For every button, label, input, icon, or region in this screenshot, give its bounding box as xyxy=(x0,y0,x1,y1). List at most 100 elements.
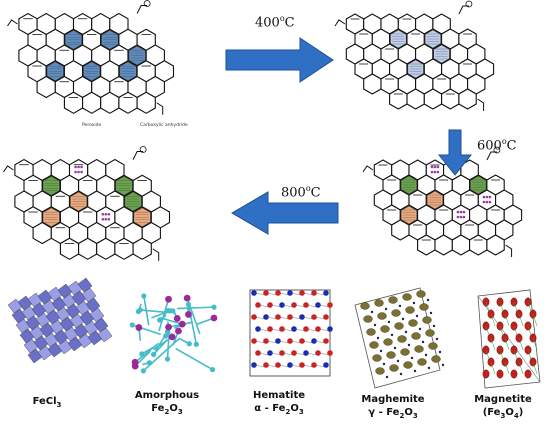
maghemite-atom xyxy=(372,354,382,362)
amorphous-bond xyxy=(160,317,183,325)
maghemite-oxygen xyxy=(410,356,414,360)
purple-atom xyxy=(485,200,489,204)
magnetite-atom xyxy=(510,369,518,379)
edge-group xyxy=(362,165,374,173)
purple-atom xyxy=(101,217,105,221)
maghemite-atom xyxy=(402,293,412,301)
purple-atom xyxy=(74,165,77,169)
temp-400-label: 400oC xyxy=(255,14,295,31)
carboxylic-label: Carboxylic anhydride xyxy=(140,123,188,128)
maghemite-oxygen xyxy=(426,298,430,302)
purple-iron-cluster xyxy=(430,165,440,174)
amorphous-atom xyxy=(157,317,163,323)
amorphous-atom xyxy=(185,311,192,318)
fecl3-octahedron xyxy=(93,317,109,333)
arrow-right-400 xyxy=(225,37,334,83)
amorphous-atom xyxy=(193,341,199,347)
purple-atom xyxy=(488,195,492,199)
edge-group xyxy=(3,165,14,173)
edge-group xyxy=(334,19,346,27)
amorphous-bond xyxy=(141,344,158,355)
magnetite-bond xyxy=(532,361,538,375)
purple-atom xyxy=(80,165,83,169)
maghemite-oxygen xyxy=(421,340,425,344)
purple-atom xyxy=(482,195,486,199)
amorphous-bond xyxy=(142,338,180,372)
magnetite-atom xyxy=(482,369,490,379)
purple-atom xyxy=(459,210,463,214)
maghemite-cell xyxy=(354,287,441,389)
edge-group xyxy=(505,244,513,257)
amorphous-atom xyxy=(137,307,143,313)
purple-atom xyxy=(462,215,466,219)
amorphous-structure xyxy=(129,293,218,374)
hematite-atom xyxy=(327,302,333,308)
hematite-atom xyxy=(323,362,329,368)
maghemite-oxygen xyxy=(424,353,428,357)
maghemite-oxygen xyxy=(404,330,408,334)
maghemite-atom xyxy=(414,345,424,353)
maghemite-oxygen xyxy=(438,350,442,354)
amorphous-atom xyxy=(167,308,173,314)
carbon-ring xyxy=(458,88,477,110)
amorphous-atom xyxy=(186,341,192,347)
maghemite-atom xyxy=(394,322,404,330)
maghemite-oxygen xyxy=(435,337,439,341)
purple-atom xyxy=(104,212,108,216)
amorphous-atom xyxy=(141,293,147,299)
amorphous-bond xyxy=(158,298,170,332)
maghemite-oxygen xyxy=(415,314,419,318)
purple-atom xyxy=(430,165,434,169)
maghemite-atom xyxy=(360,302,370,310)
maghemite-oxygen xyxy=(373,323,377,327)
maghemite-oxygen xyxy=(382,362,386,366)
maghemite-oxygen xyxy=(387,320,391,324)
amorphous-atom xyxy=(140,368,146,374)
amorphous-atom xyxy=(173,315,181,322)
purple-atom xyxy=(74,170,77,174)
maghemite-atom xyxy=(400,348,410,356)
edge-group xyxy=(477,98,485,111)
amorphous-atom xyxy=(210,314,218,322)
maghemite-atom xyxy=(377,312,387,320)
magnetite-atom xyxy=(496,369,504,379)
edge-group xyxy=(7,19,18,27)
edge-group xyxy=(156,102,164,115)
purple-atom xyxy=(104,217,108,221)
maghemite-oxygen xyxy=(399,372,403,376)
hematite-atom xyxy=(323,338,329,344)
edge-oxygen xyxy=(139,146,147,153)
maghemite-atom xyxy=(425,329,435,337)
hematite-atom xyxy=(327,326,333,332)
amorphous-atom xyxy=(139,351,145,357)
maghemite-oxygen xyxy=(398,304,402,308)
maghemite-oxygen xyxy=(412,301,416,305)
hematite-cell xyxy=(249,289,331,377)
amorphous-bond xyxy=(175,347,213,371)
purple-atom xyxy=(430,170,434,174)
amorphous-atom xyxy=(168,333,176,341)
maghemite-oxygen xyxy=(390,333,394,337)
magnetite-bond xyxy=(532,313,538,327)
purple-atom xyxy=(101,212,105,216)
amorphous-atom xyxy=(165,295,172,303)
maghemite-atom xyxy=(405,306,415,314)
maghemite-oxygen xyxy=(379,349,383,353)
maghemite-atom xyxy=(419,303,429,311)
amorphous-atom xyxy=(209,366,216,373)
maghemite-oxygen xyxy=(418,327,422,331)
purple-atom xyxy=(80,170,83,174)
magnetite-structure xyxy=(477,289,541,389)
magnetite-bond xyxy=(490,313,496,327)
maghemite-atom xyxy=(366,328,376,336)
magnetite-bond xyxy=(532,337,538,351)
fecl3-octahedron xyxy=(81,287,97,303)
amorphous-bond xyxy=(166,334,170,360)
amorphous-atom xyxy=(131,362,139,370)
purple-atom xyxy=(77,170,80,174)
maghemite-oxygen xyxy=(384,307,388,311)
maghemite-atom xyxy=(416,290,426,298)
maghemite-atom xyxy=(403,361,413,369)
